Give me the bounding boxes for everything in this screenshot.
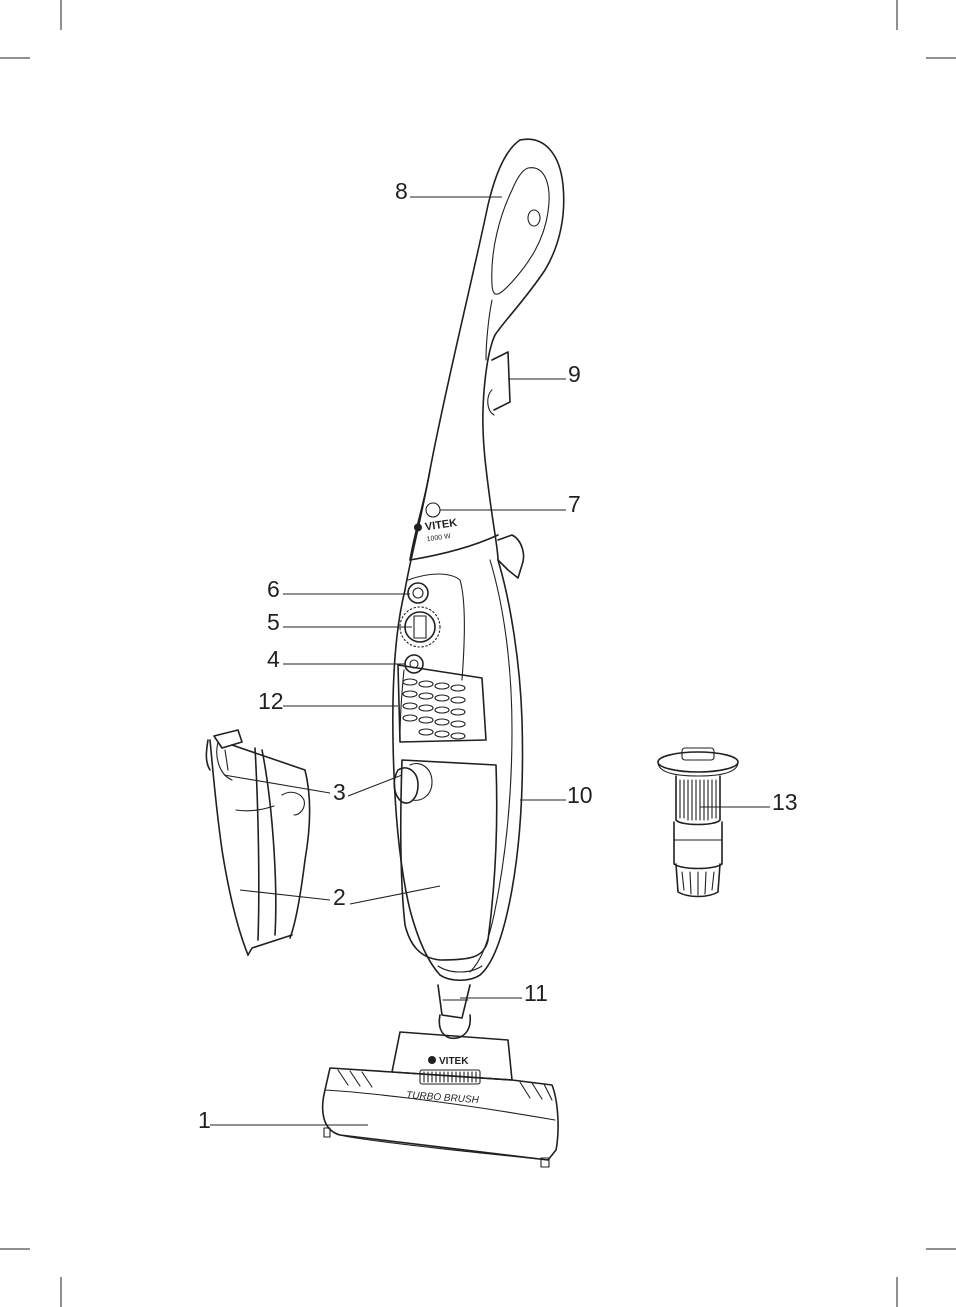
hepa-filter xyxy=(657,747,739,898)
label-13: 13 xyxy=(772,789,798,815)
callout-labels: 8 9 7 6 5 4 12 3 10 13 2 11 1 xyxy=(198,178,798,1133)
label-12: 12 xyxy=(258,688,284,714)
vent-grille xyxy=(402,678,466,740)
label-11: 11 xyxy=(524,980,548,1006)
label-6: 6 xyxy=(267,576,280,602)
brush-name-text: TURBO BRUSH xyxy=(406,1090,480,1106)
brush-brand-text: VITEK xyxy=(439,1056,469,1067)
turbo-brush xyxy=(321,1031,559,1168)
label-4: 4 xyxy=(267,646,280,672)
label-1: 1 xyxy=(198,1107,211,1133)
body-power-text: 1000 W xyxy=(426,533,451,543)
label-7: 7 xyxy=(568,491,581,517)
body-marking: VITEK 1000 W xyxy=(413,517,458,543)
label-2: 2 xyxy=(333,884,346,910)
vacuum-body xyxy=(392,138,565,982)
body-brand-text: VITEK xyxy=(424,517,458,533)
leader-lines xyxy=(210,196,770,1126)
swivel-neck xyxy=(437,984,472,1040)
label-5: 5 xyxy=(267,609,280,635)
label-8: 8 xyxy=(395,178,408,204)
label-10: 10 xyxy=(567,782,593,808)
label-3: 3 xyxy=(333,779,346,805)
brush-marking: VITEK TURBO BRUSH xyxy=(406,1056,480,1106)
dust-container xyxy=(205,729,311,956)
label-9: 9 xyxy=(568,361,581,387)
